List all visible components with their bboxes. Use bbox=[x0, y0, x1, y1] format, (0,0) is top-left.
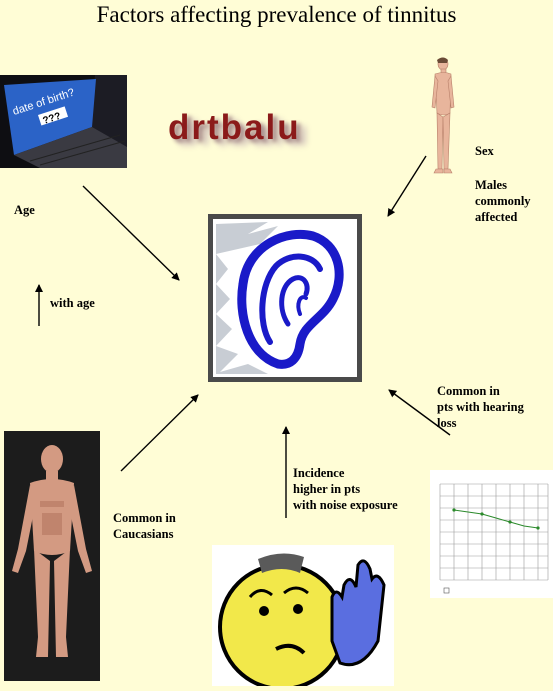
age-label: Age bbox=[14, 203, 35, 217]
laptop-answer: ??? bbox=[42, 111, 63, 127]
noise-note: Incidence higher in pts with noise expos… bbox=[293, 466, 398, 512]
sex-label: Sex bbox=[475, 144, 494, 158]
race-note: Common in Caucasians bbox=[113, 511, 176, 541]
arrow-sex bbox=[387, 155, 427, 217]
sex-note: Males commonly affected bbox=[475, 178, 531, 224]
listening-face-icon bbox=[212, 545, 394, 691]
arrow-race bbox=[120, 394, 199, 472]
human-model-icon bbox=[4, 431, 100, 681]
arrow-age bbox=[82, 185, 180, 281]
audiogram-icon bbox=[430, 470, 553, 598]
laptop-icon: date of birth? ??? bbox=[0, 75, 127, 183]
standing-man-icon bbox=[426, 55, 462, 179]
ear-icon bbox=[208, 214, 362, 382]
hearing-loss-note: Common in pts with hearing loss bbox=[437, 384, 524, 430]
watermark: drtbalu bbox=[168, 108, 301, 147]
page-title: Factors affecting prevalence of tinnitus bbox=[96, 2, 457, 27]
age-trend-label: with age bbox=[50, 296, 95, 310]
arrow-hearing bbox=[388, 389, 451, 436]
